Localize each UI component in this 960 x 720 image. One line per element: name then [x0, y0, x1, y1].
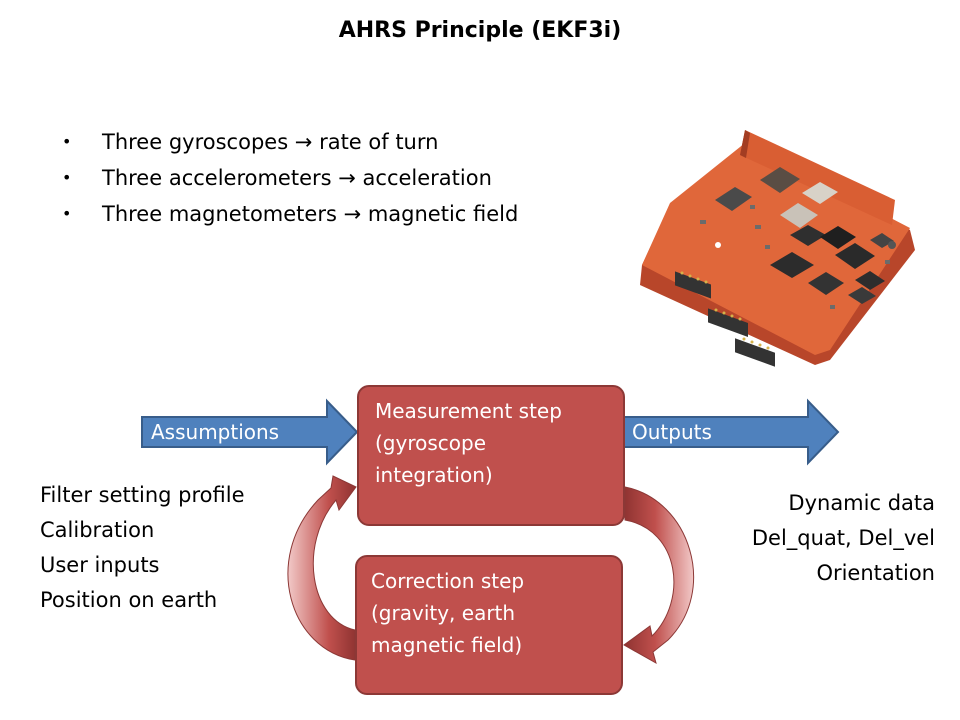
outputs-label: Outputs — [632, 419, 712, 445]
measurement-step-line: Measurement step — [375, 395, 609, 427]
feedback-curved-arrow-right — [624, 487, 694, 663]
measurement-step-line: (gyroscope — [375, 427, 609, 459]
measurement-step-box: Measurement step (gyroscope integration) — [357, 385, 625, 526]
measurement-step-line: integration) — [375, 459, 609, 491]
correction-step-line: magnetic field) — [371, 629, 607, 661]
assumptions-label: Assumptions — [151, 419, 279, 445]
input-item: Filter setting profile — [40, 478, 245, 513]
correction-step-line: Correction step — [371, 565, 607, 597]
output-item: Del_quat, Del_vel — [752, 521, 935, 556]
output-item: Dynamic data — [752, 486, 935, 521]
feedback-curved-arrow-left — [288, 476, 356, 660]
output-list: Dynamic data Del_quat, Del_vel Orientati… — [752, 486, 935, 591]
correction-step-box: Correction step (gravity, earth magnetic… — [355, 555, 623, 695]
correction-step-line: (gravity, earth — [371, 597, 607, 629]
input-item: Calibration — [40, 513, 245, 548]
input-item: User inputs — [40, 548, 245, 583]
output-item: Orientation — [752, 556, 935, 591]
input-item: Position on earth — [40, 583, 245, 618]
input-list: Filter setting profile Calibration User … — [40, 478, 245, 618]
